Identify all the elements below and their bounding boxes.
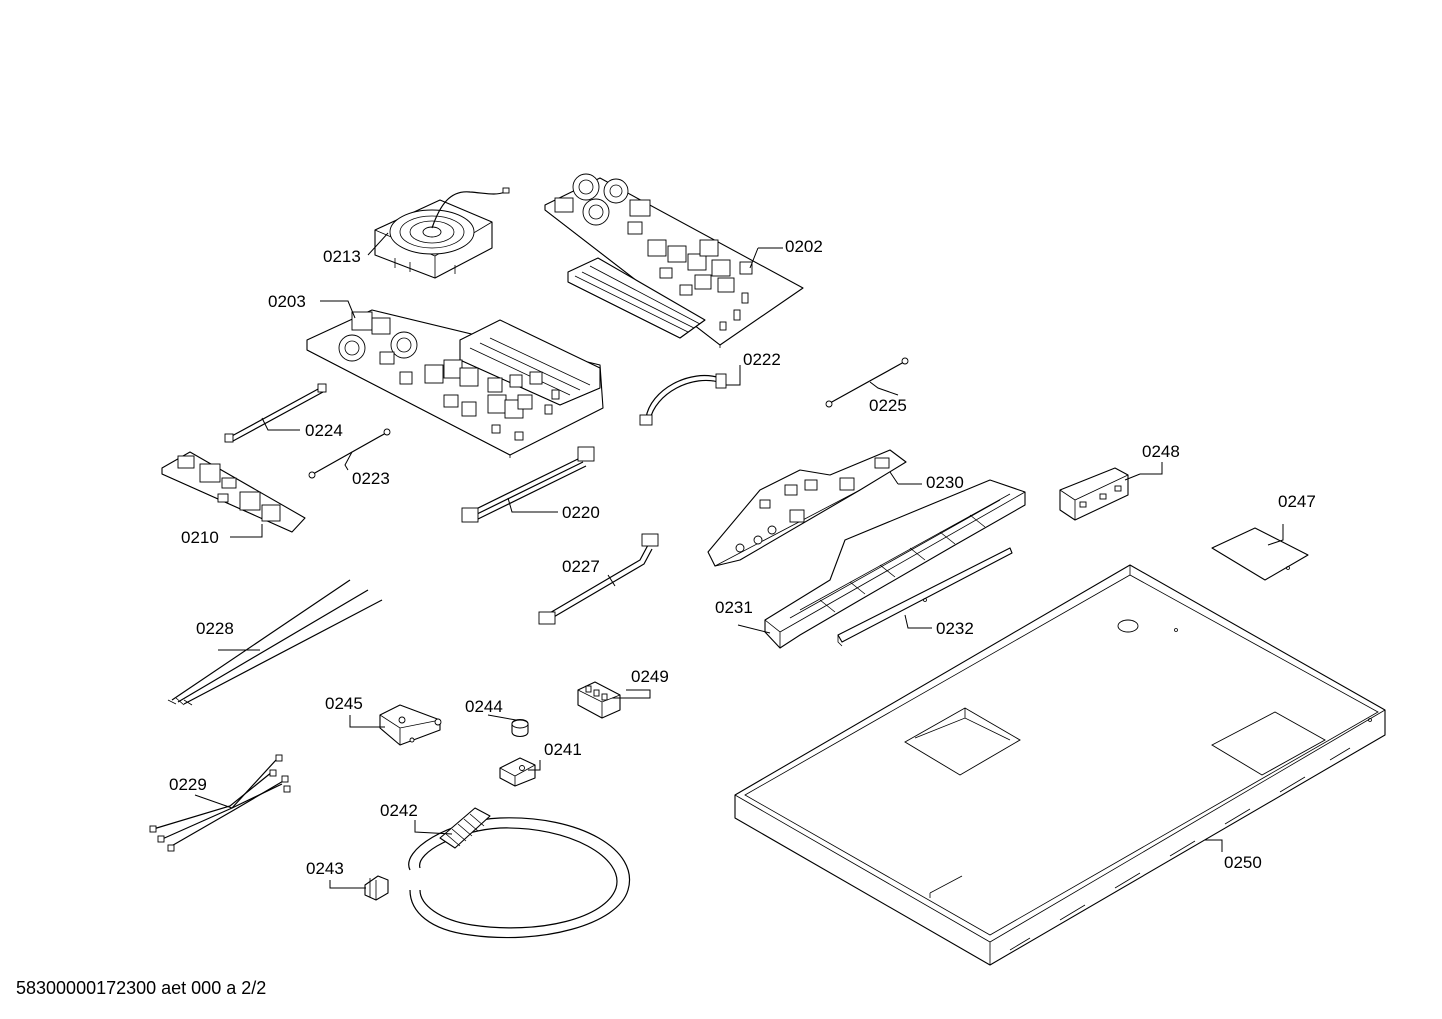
part-0232-rail[interactable] <box>837 547 1013 647</box>
label-0210[interactable]: 0210 <box>181 528 219 547</box>
label-0231[interactable]: 0231 <box>715 598 753 617</box>
label-0232[interactable]: 0232 <box>936 619 974 638</box>
label-0244[interactable]: 0244 <box>465 697 503 716</box>
part-0242-hose[interactable] <box>408 807 631 939</box>
label-0248[interactable]: 0248 <box>1142 442 1180 461</box>
part-0244-cap[interactable] <box>511 718 529 738</box>
part-0247-cover-plate[interactable] <box>1211 527 1309 581</box>
part-0231-carrier-frame[interactable] <box>764 479 1026 649</box>
label-0225[interactable]: 0225 <box>869 396 907 415</box>
part-0243-grommet[interactable] <box>364 875 389 901</box>
part-0213-fan[interactable] <box>374 187 510 279</box>
label-0203[interactable]: 0203 <box>268 292 306 311</box>
part-0230-touch-control-board[interactable] <box>707 449 907 567</box>
label-0249[interactable]: 0249 <box>631 667 669 686</box>
label-0229[interactable]: 0229 <box>169 775 207 794</box>
leader-lines <box>194 232 1284 889</box>
label-0202[interactable]: 0202 <box>785 237 823 256</box>
label-0242[interactable]: 0242 <box>380 801 418 820</box>
label-0223[interactable]: 0223 <box>352 469 390 488</box>
part-0241-cable-clamp[interactable] <box>499 757 536 787</box>
label-0247[interactable]: 0247 <box>1278 492 1316 511</box>
label-0228[interactable]: 0228 <box>196 619 234 638</box>
part-0245-mounting-bracket[interactable] <box>379 704 442 746</box>
part-0248-bracket[interactable] <box>1059 467 1129 521</box>
part-0210-control-board[interactable] <box>161 451 306 533</box>
part-0227-cable[interactable] <box>538 533 659 625</box>
label-0222[interactable]: 0222 <box>743 350 781 369</box>
label-0241[interactable]: 0241 <box>544 740 582 759</box>
label-0224[interactable]: 0224 <box>305 421 343 440</box>
label-0250[interactable]: 0250 <box>1224 853 1262 872</box>
part-0228-wire-set[interactable] <box>167 579 383 706</box>
part-labels: 0213 0202 0203 0222 0225 0224 0223 0220 … <box>169 237 1316 878</box>
document-code: 58300000172300 aet 000 a 2/2 <box>16 978 267 998</box>
part-0225-ground-wire[interactable] <box>825 357 909 408</box>
part-0223-ground-wire[interactable] <box>308 428 391 479</box>
label-0245[interactable]: 0245 <box>325 694 363 713</box>
label-0243[interactable]: 0243 <box>306 859 344 878</box>
label-0213[interactable]: 0213 <box>323 247 361 266</box>
label-0220[interactable]: 0220 <box>562 503 600 522</box>
label-0227[interactable]: 0227 <box>562 557 600 576</box>
part-0222-cable[interactable] <box>639 373 727 426</box>
part-0224-ribbon[interactable] <box>224 383 327 443</box>
part-0203-main-board[interactable] <box>306 309 604 458</box>
part-0229-wire-harness[interactable] <box>149 754 291 852</box>
label-0230[interactable]: 0230 <box>926 473 964 492</box>
part-0220-cable[interactable] <box>461 446 595 523</box>
part-0202-power-board[interactable] <box>544 173 804 348</box>
part-0249-terminal-block[interactable] <box>577 681 621 719</box>
part-0250-bottom-housing[interactable] <box>734 564 1386 966</box>
